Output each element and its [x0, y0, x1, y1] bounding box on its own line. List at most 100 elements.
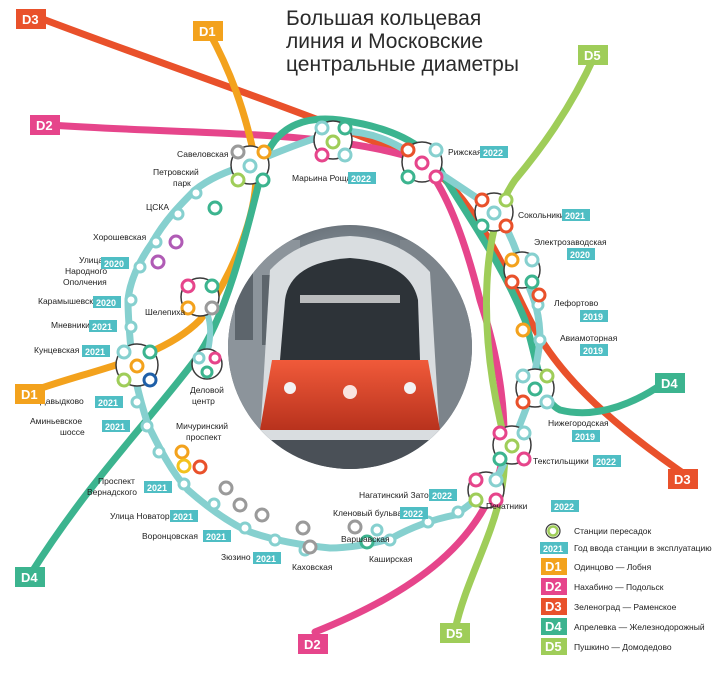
legend-d4: D4 Апрелевка — Железнодорожный — [541, 618, 705, 635]
svg-text:2022: 2022 — [554, 502, 574, 512]
station-label: Савеловская — [177, 149, 229, 159]
station-label: Мневники — [51, 320, 90, 330]
station-label: Мичуринский — [176, 421, 228, 431]
interchange-hub[interactable] — [503, 251, 541, 290]
d3-line — [36, 14, 694, 482]
station-label: шоссе — [60, 427, 85, 437]
svg-text:2022: 2022 — [483, 148, 503, 158]
svg-text:2021: 2021 — [173, 512, 193, 522]
legend-year: 2021 Год ввода станции в эксплуатацию — [540, 542, 712, 554]
year-badge: 2020 — [93, 296, 121, 308]
year-badge: 2021 — [102, 420, 130, 432]
station-label: Марьина Роща — [292, 173, 352, 183]
svg-text:D2: D2 — [304, 637, 321, 652]
title-line-3: центральные диаметры — [286, 53, 519, 76]
d4-badge-right: D4 — [655, 373, 685, 393]
svg-text:Нахабино — Подольск: Нахабино — Подольск — [574, 582, 664, 592]
d2-badge-bottom: D2 — [298, 634, 328, 654]
year-badge: 2021 — [95, 396, 123, 408]
year-badge: 2021 — [170, 510, 198, 522]
station-label: Каховская — [292, 562, 333, 572]
svg-text:D3: D3 — [22, 12, 39, 27]
svg-text:2022: 2022 — [403, 509, 423, 519]
station-label: Вернадского — [87, 487, 137, 497]
station-label: центр — [192, 396, 215, 406]
d1-badge-top: D1 — [193, 21, 223, 41]
legend-year-sample: 2021 — [543, 544, 563, 554]
d3-badge-top: D3 — [16, 9, 46, 29]
interchange-hub[interactable] — [492, 425, 532, 467]
svg-text:D2: D2 — [36, 118, 53, 133]
svg-text:D5: D5 — [446, 626, 463, 641]
interchange-hub[interactable] — [180, 277, 220, 317]
station-label: Хорошевская — [93, 232, 147, 242]
map-title: Большая кольцевая линия и Московские цен… — [286, 7, 519, 76]
svg-text:2019: 2019 — [583, 346, 603, 356]
legend-d3: D3 Зеленоград — Раменское — [541, 598, 677, 615]
svg-text:2020: 2020 — [104, 259, 124, 269]
station-label: Электрозаводская — [534, 237, 607, 247]
svg-text:D4: D4 — [661, 376, 678, 391]
station-label: Кунцевская — [34, 345, 80, 355]
interchange-hub[interactable] — [515, 368, 555, 410]
svg-text:D3: D3 — [545, 599, 562, 614]
svg-text:2021: 2021 — [105, 422, 125, 432]
station-label: Текстильщики — [533, 456, 589, 466]
svg-text:Одинцово — Лобня: Одинцово — Лобня — [574, 562, 652, 572]
station-label: Улица Новаторов — [110, 511, 179, 521]
station-label: Зюзино — [221, 552, 251, 562]
station-labels: Савеловская Петровский парк ЦСКА Хорошев… — [30, 147, 618, 572]
svg-text:Апрелевка — Железнодорожный: Апрелевка — Железнодорожный — [574, 622, 705, 632]
station-label: Кленовый бульвар — [333, 508, 407, 518]
svg-text:D4: D4 — [545, 619, 562, 634]
stations — [115, 120, 555, 557]
d5-badge-top: D5 — [578, 45, 608, 65]
svg-text:D1: D1 — [545, 559, 562, 574]
legend-d5: D5 Пушкино — Домодедово — [541, 638, 672, 655]
year-badge: 2022 — [593, 455, 621, 467]
legend-d1: D1 Одинцово — Лобня — [541, 558, 652, 575]
year-badge: 2021 — [144, 481, 172, 493]
station-label: Петровский — [153, 167, 199, 177]
interchange-hub[interactable] — [191, 348, 223, 380]
year-badges: 2020 2020 2021 2021 2021 2021 2021 2021 … — [82, 146, 621, 564]
station-label: проспект — [186, 432, 221, 442]
station-label: Улица — [79, 255, 103, 265]
station-label: Проспект — [98, 476, 135, 486]
d2-badge-left: D2 — [30, 115, 60, 135]
station-label: Сокольники — [518, 210, 565, 220]
station-label: Карамышевская — [38, 296, 103, 306]
interchange-hub[interactable] — [467, 471, 505, 509]
interchange-hub[interactable] — [400, 141, 444, 185]
title-line-1: Большая кольцевая — [286, 7, 481, 30]
year-badge: 2021 — [562, 209, 590, 221]
year-badge: 2019 — [580, 310, 608, 322]
svg-text:Пушкино — Домодедово: Пушкино — Домодедово — [574, 642, 672, 652]
diameter-badges: D3 D1 D2 D5 D1 D4 D3 D4 D5 D2 — [15, 9, 698, 654]
svg-text:2022: 2022 — [432, 491, 452, 501]
station-label: ЦСКА — [146, 202, 169, 212]
svg-text:2021: 2021 — [206, 532, 226, 542]
interchange-hub[interactable] — [115, 343, 159, 388]
svg-text:D5: D5 — [584, 48, 601, 63]
station-label: Авиамоторная — [560, 333, 618, 343]
svg-text:2021: 2021 — [98, 398, 118, 408]
year-badge: 2022 — [348, 172, 376, 184]
station-label: Лефортово — [554, 298, 599, 308]
svg-text:2021: 2021 — [256, 554, 276, 564]
d4-badge-left: D4 — [15, 567, 45, 587]
year-badge: 2022 — [551, 500, 579, 512]
station-label: Аминьевское — [30, 416, 82, 426]
interchange-hub[interactable] — [313, 120, 353, 163]
d1-badge-left: D1 — [15, 384, 45, 404]
year-badge: 2022 — [400, 507, 428, 519]
interchange-hub[interactable] — [230, 144, 272, 188]
station-label: Нагатинский Затон — [359, 490, 434, 500]
interchange-hub[interactable] — [474, 192, 514, 234]
station-label: Варшавская — [341, 534, 390, 544]
year-badge: 2022 — [429, 489, 457, 501]
d5-badge-bottom: D5 — [440, 623, 470, 643]
year-badge: 2022 — [480, 146, 508, 158]
station-label: Воронцовская — [142, 531, 198, 541]
